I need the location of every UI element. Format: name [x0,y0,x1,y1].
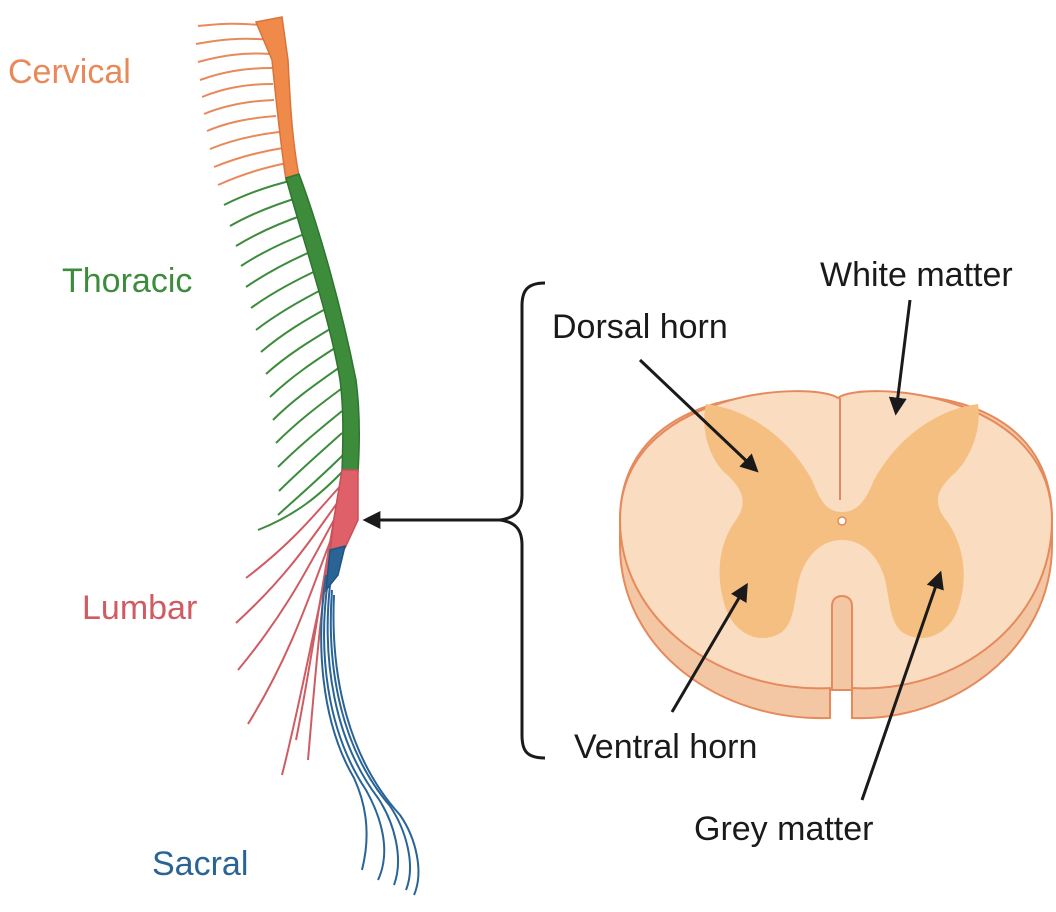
dorsal-horn-label: Dorsal horn [552,310,728,344]
thoracic-label: Thoracic [62,264,192,298]
bracket [500,283,545,758]
cervical-label: Cervical [8,55,131,89]
white-matter-label: White matter [820,258,1013,292]
cervical-cord-segment [256,17,299,180]
sacral-nerves [321,575,418,895]
sacral-label: Sacral [152,847,248,881]
grey-matter-label: Grey matter [694,812,873,846]
central-canal [838,517,846,525]
thoracic-nerves [224,180,344,530]
lumbar-cord-segment [330,470,358,552]
ventral-horn-label: Ventral horn [574,730,757,764]
lumbar-label: Lumbar [82,591,197,625]
